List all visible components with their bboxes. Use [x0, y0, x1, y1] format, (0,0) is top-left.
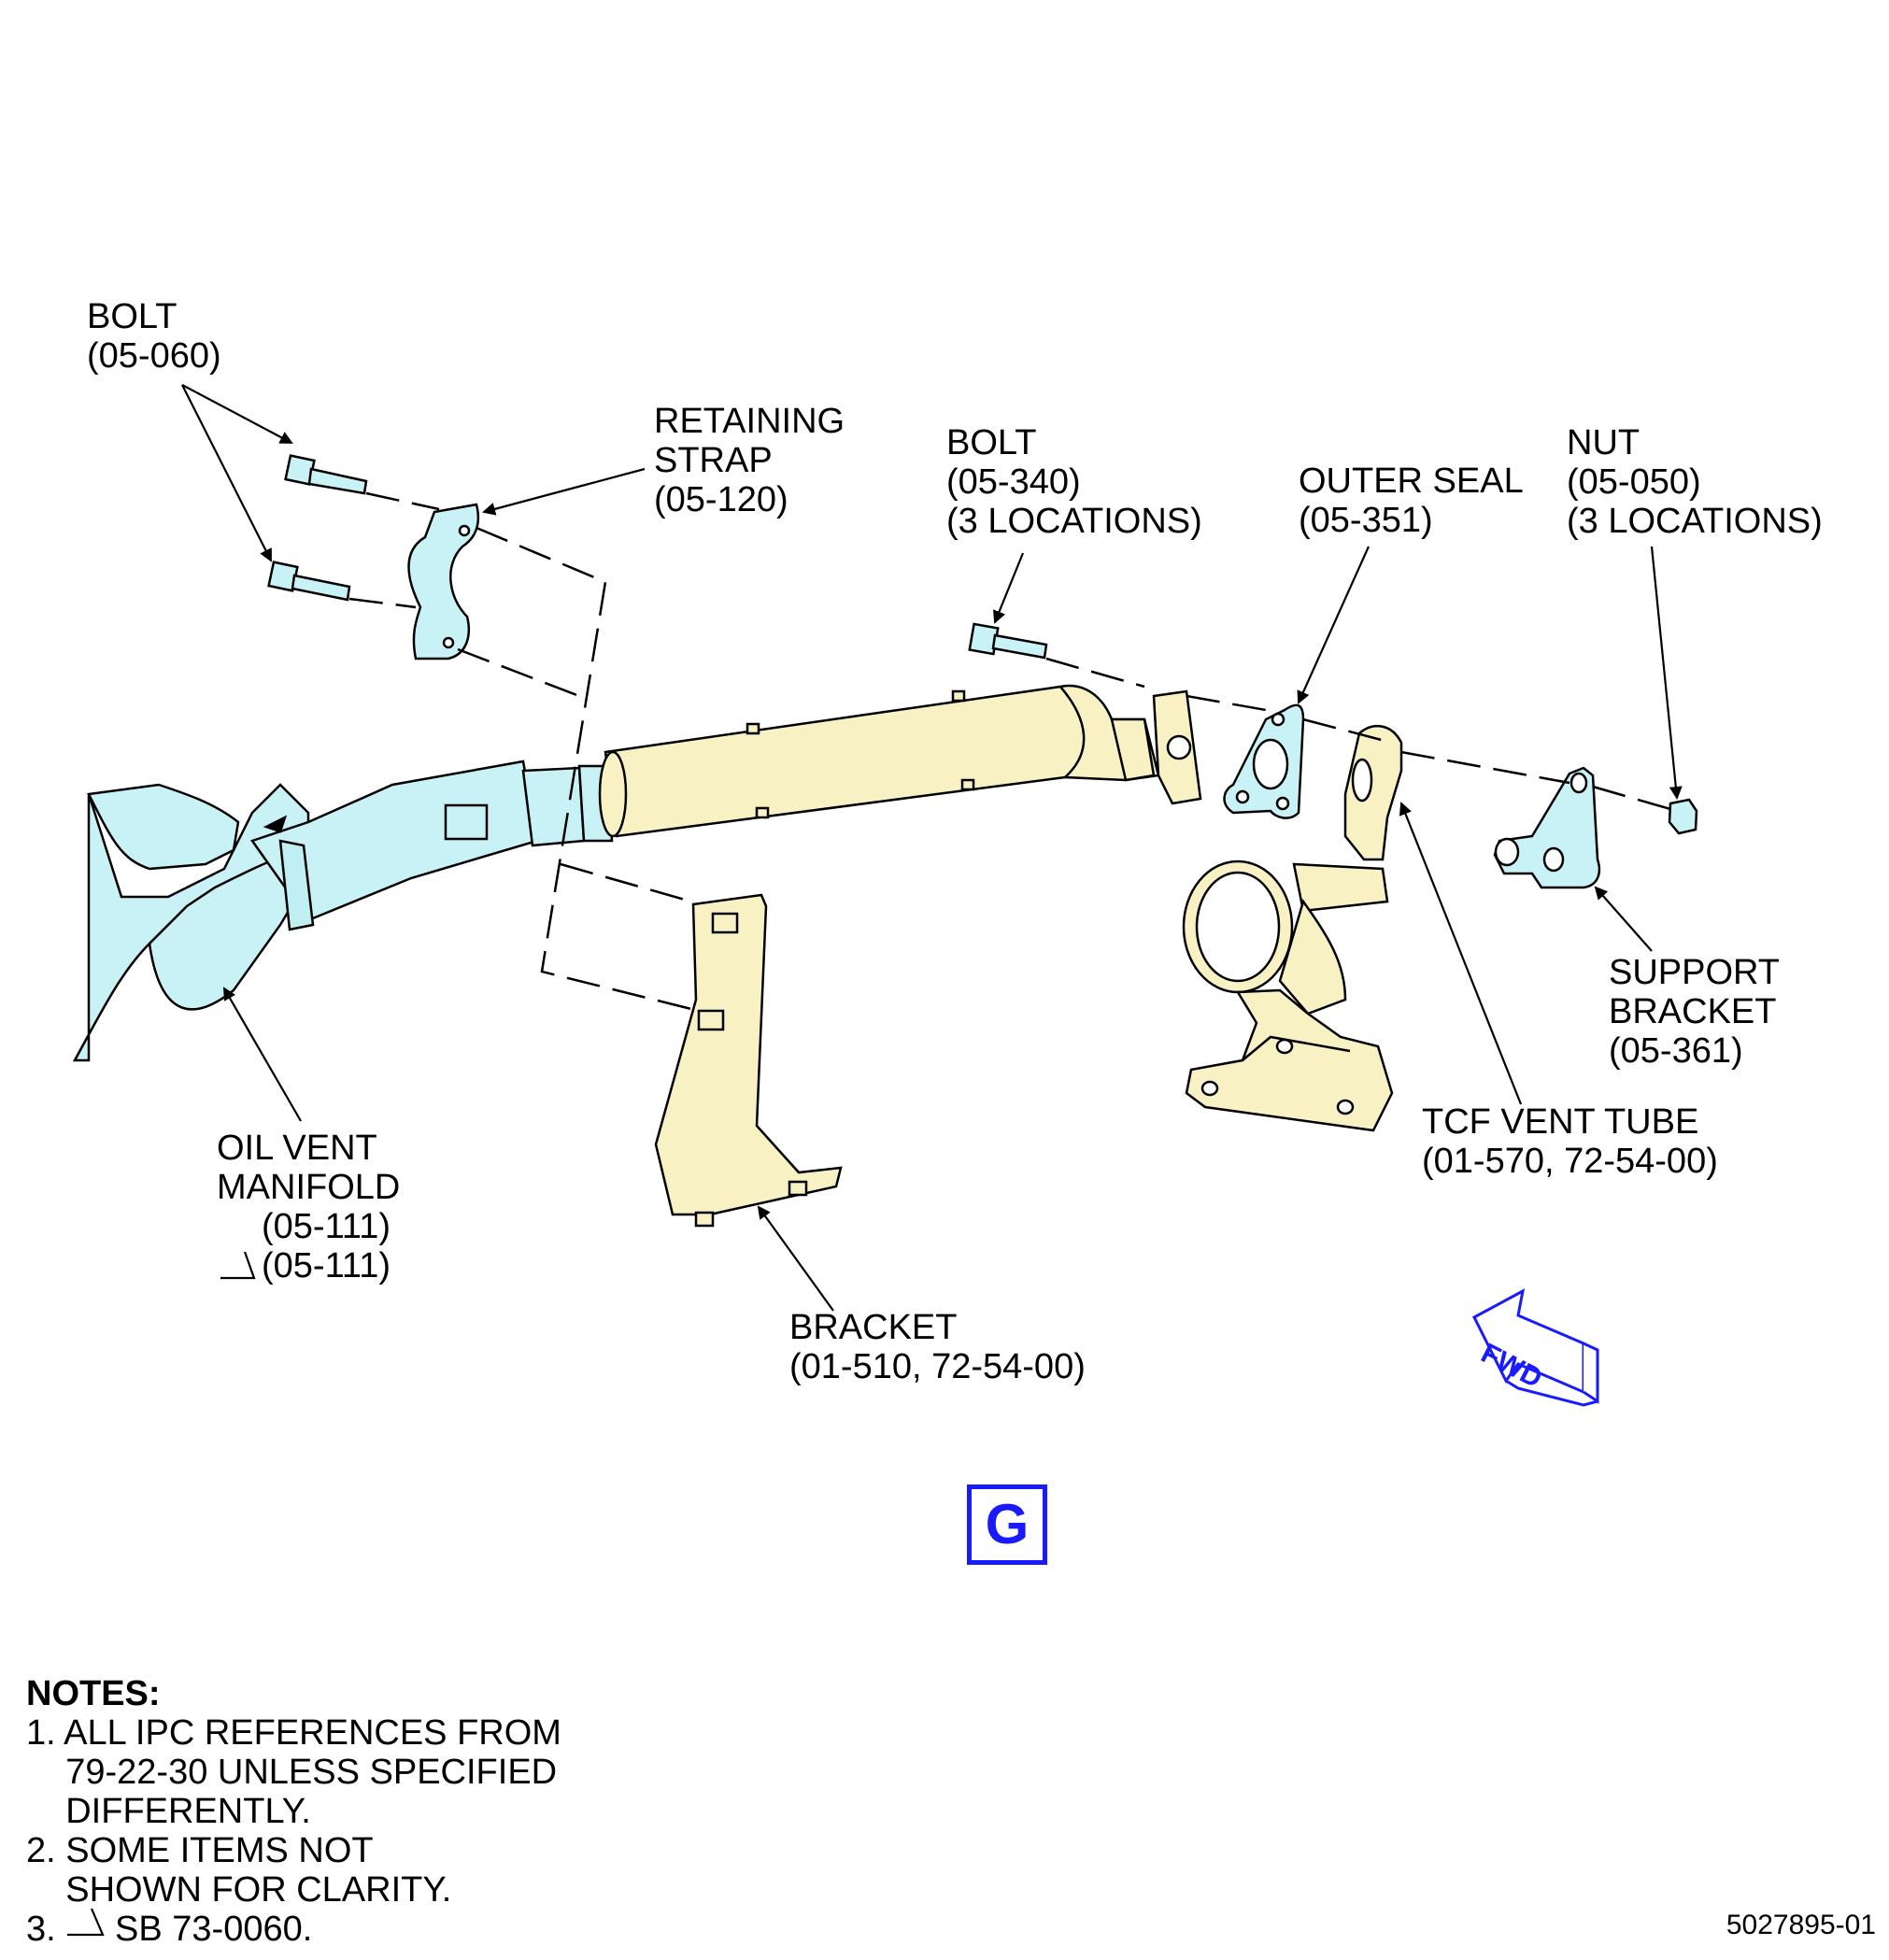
label-bolt-05-340: BOLT(05-340)(3 LOCATIONS): [946, 423, 1202, 541]
note-line: 2. SOME ITEMS NOT: [26, 1831, 374, 1870]
notes-title: NOTES:: [26, 1674, 161, 1713]
document-number: 5027895-01: [1726, 1910, 1876, 1940]
nut-05-050-part: [1668, 798, 1698, 835]
bolt-05-060-part: [267, 454, 368, 602]
tcf-vent-tube-part: [598, 684, 1202, 838]
note-line: 79-22-30 UNLESS SPECIFIED: [26, 1753, 558, 1792]
label-outer-seal: OUTER SEAL(05-351): [1299, 462, 1524, 540]
outer-seal-part: [1223, 703, 1305, 819]
leader-lines: [181, 384, 1683, 1312]
label-bracket: BRACKET(01-510, 72-54-00): [789, 1308, 1086, 1386]
fwd-arrow-icon: [1472, 1288, 1599, 1407]
label-tcf-vent-tube: TCF VENT TUBE(01-570, 72-54-00): [1422, 1102, 1718, 1181]
note-line: SHOWN FOR CLARITY.: [26, 1870, 452, 1910]
note-line: DIFFERENTLY.: [26, 1792, 311, 1831]
notes-block: NOTES: 1. ALL IPC REFERENCES FROM 79-22-…: [26, 1674, 561, 1949]
assembly-lines: [348, 491, 1671, 1011]
note-line: 1. ALL IPC REFERENCES FROM: [26, 1713, 561, 1753]
tcf-vent-elbow-part: [1182, 724, 1403, 1132]
revision-triangle-icon: [67, 1251, 256, 1937]
label-bolt-05-060: BOLT(05-060): [87, 297, 221, 376]
bolt-05-340-part: [968, 622, 1048, 660]
support-bracket-part: [1493, 766, 1601, 889]
view-letter-box: G: [967, 1484, 1047, 1565]
note-line: 3. SB 73-0060.: [26, 1910, 313, 1949]
label-nut: NUT(05-050)(3 LOCATIONS): [1567, 423, 1823, 541]
retaining-strap-part: [407, 503, 480, 660]
bracket-01-510-part: [654, 893, 843, 1228]
oil-vent-manifold-part: [72, 760, 614, 1062]
